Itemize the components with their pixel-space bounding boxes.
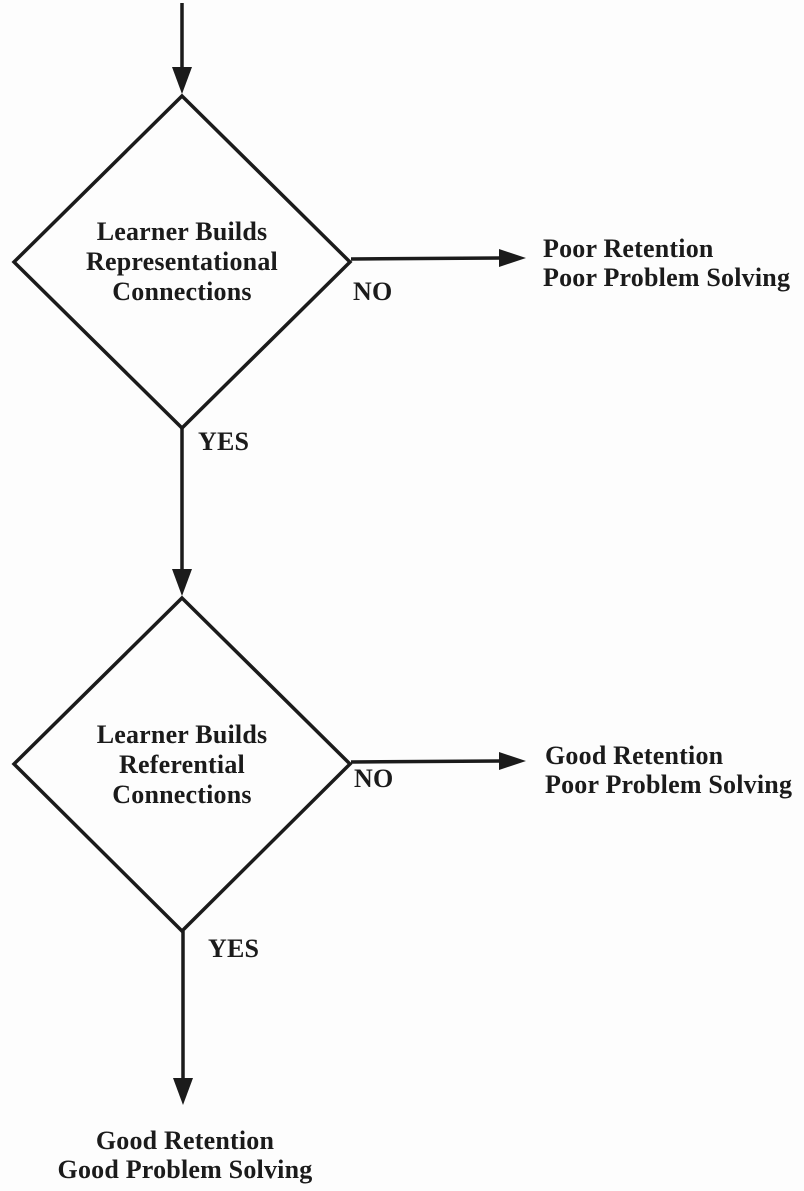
no-arrow-1-shaft — [350, 256, 502, 261]
no-arrowhead-1-icon — [499, 249, 526, 267]
outcome2-line2: Poor Problem Solving — [545, 770, 793, 799]
decision2-line1: Learner Builds — [96, 720, 268, 749]
outcome2-line1: Good Retention — [545, 741, 724, 770]
decision1-line1: Learner Builds — [96, 217, 268, 246]
decision1-no-label: NO — [353, 277, 393, 306]
decision1-line2: Representational — [86, 247, 278, 276]
yes-arrowhead-2-icon — [173, 1078, 193, 1105]
outcome3-text: Good Retention Good Problem Solving — [15, 1126, 355, 1184]
outcome3-line2: Good Problem Solving — [57, 1155, 313, 1184]
entry-arrowhead-icon — [172, 67, 192, 94]
decision1-yes-label: YES — [198, 427, 250, 456]
decision2-line3: Connections — [112, 780, 252, 809]
decision1-label: Learner Builds Representational Connecti… — [32, 217, 332, 307]
outcome1-line2: Poor Problem Solving — [543, 263, 791, 292]
decision2-no-label: NO — [354, 764, 394, 793]
decision2-label: Learner Builds Referential Connections — [32, 720, 332, 810]
yes-arrowhead-1-icon — [172, 569, 192, 596]
no-arrow-2-shaft — [350, 759, 502, 764]
outcome1-line1: Poor Retention — [543, 234, 714, 263]
outcome3-line1: Good Retention — [95, 1126, 275, 1155]
decision2-line2: Referential — [119, 750, 245, 779]
outcome1-text: Poor Retention Poor Problem Solving — [543, 234, 790, 292]
no-arrowhead-2-icon — [499, 752, 526, 770]
decision2-yes-label: YES — [208, 934, 260, 963]
outcome2-text: Good Retention Poor Problem Solving — [545, 741, 792, 799]
decision1-line3: Connections — [112, 277, 252, 306]
